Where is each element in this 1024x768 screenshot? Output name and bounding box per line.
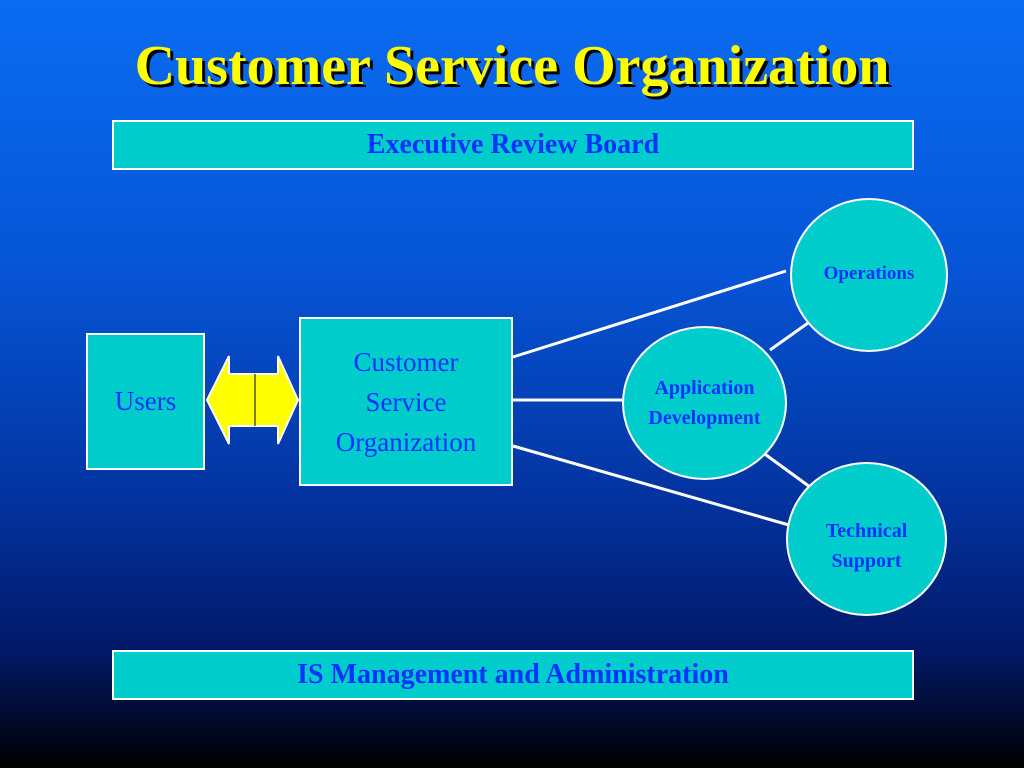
connector-cso-operations	[512, 269, 787, 359]
connector-cso-technical	[512, 444, 790, 527]
application-development-circle: Application Development	[622, 326, 787, 480]
executive-review-board-bar: Executive Review Board	[112, 120, 914, 170]
operations-circle: Operations	[790, 198, 948, 352]
cso-label-line2: Service	[365, 386, 447, 417]
cso-label-line1: Customer	[353, 346, 459, 377]
technical-label-line1: Technical	[825, 520, 908, 542]
users-box: Users	[86, 333, 205, 470]
is-management-bar: IS Management and Administration	[112, 650, 914, 700]
customer-service-organization-box: Customer Service Organization	[299, 317, 513, 486]
application-label-line1: Application	[654, 377, 755, 399]
page-title: Customer Service Organization	[134, 35, 890, 97]
double-arrow-icon	[205, 355, 300, 445]
operations-label: Operations	[823, 263, 915, 284]
users-label: Users	[114, 386, 177, 416]
connector-application-operations	[769, 321, 809, 352]
technical-support-circle: Technical Support	[786, 462, 947, 616]
connector-application-technical	[761, 450, 811, 489]
cso-label-line3: Organization	[335, 426, 477, 457]
technical-label-line2: Support	[831, 550, 902, 572]
application-label-line2: Development	[648, 407, 761, 429]
